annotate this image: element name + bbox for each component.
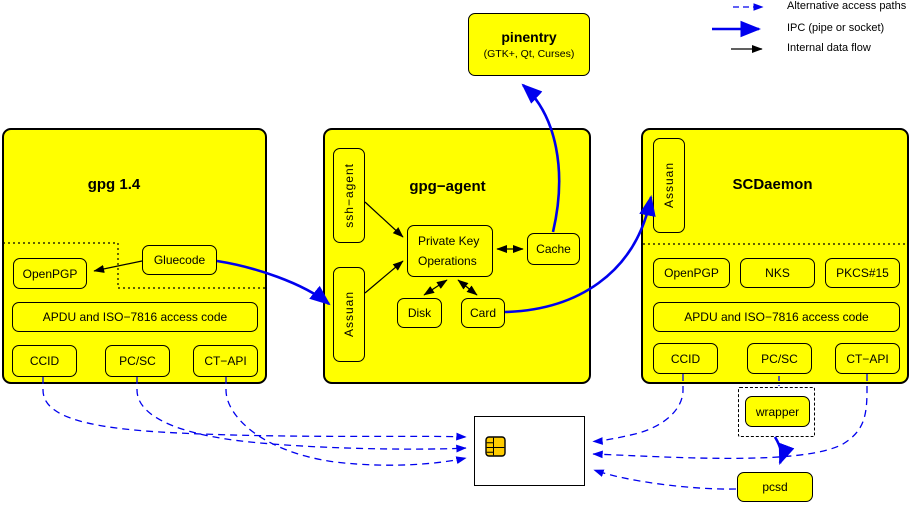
card-label: Card	[469, 306, 496, 320]
gpg-agent-title: gpg−agent	[409, 178, 486, 195]
gpg-agent-assuan-label: Assuan	[342, 291, 356, 338]
pko-line1: Private Key	[418, 234, 480, 248]
alt-gpg14-ccid-to-card	[42, 377, 467, 441]
gpg-agent-ssh-agent-box: ssh−agent	[333, 148, 365, 243]
private-key-operations-box: Private Key Operations	[407, 225, 493, 277]
legend-internal-label: Internal data flow	[787, 42, 871, 54]
ipc-wrapper-to-pcsd	[773, 436, 795, 465]
scdaemon-assuan-label: Assuan	[662, 162, 676, 209]
alt-gpg14-ctapi-to-card	[225, 377, 467, 466]
scdaemon-ccid-box: CCID	[653, 343, 718, 374]
gpg14-gluecode-box: Gluecode	[142, 245, 217, 275]
pcsd-box: pcsd	[737, 472, 813, 502]
scdaemon-ctapi-box: CT−API	[835, 343, 900, 374]
scdaemon-pcsc-label: PC/SC	[761, 351, 798, 366]
scdaemon-ccid-label: CCID	[670, 351, 701, 366]
scdaemon-openpgp-label: OpenPGP	[664, 266, 719, 280]
scdaemon-ctapi-label: CT−API	[846, 351, 889, 366]
gpg14-apdu-box: APDU and ISO−7816 access code	[12, 302, 258, 332]
gpg14-openpgp-box: OpenPGP	[13, 258, 87, 289]
scdaemon-apdu-label: APDU and ISO−7816 access code	[684, 310, 869, 324]
scdaemon-pcsc-box: PC/SC	[747, 343, 812, 374]
gpg14-title: gpg 1.4	[87, 176, 141, 193]
cache-label: Cache	[536, 242, 571, 256]
pinentry-title: pinentry	[501, 29, 557, 45]
alt-scdaemon-ctapi-to-card	[592, 374, 868, 460]
gpg14-pcsc-box: PC/SC	[105, 345, 170, 377]
gpg-agent-assuan-box: Assuan	[333, 267, 365, 362]
gpg14-ctapi-label: CT−API	[204, 354, 247, 368]
card-box: Card	[461, 298, 505, 328]
scdaemon-title: SCDaemon	[732, 176, 813, 193]
gpg14-ctapi-box: CT−API	[193, 345, 258, 377]
pcsd-label: pcsd	[762, 480, 788, 494]
wrapper-box: wrapper	[745, 396, 810, 427]
gpg14-gluecode-label: Gluecode	[153, 253, 206, 267]
pko-line2: Operations	[418, 254, 477, 268]
scdaemon-openpgp-box: OpenPGP	[653, 258, 730, 288]
cache-box: Cache	[527, 233, 580, 265]
gpg14-pcsc-label: PC/SC	[119, 354, 156, 368]
gpg14-ccid-label: CCID	[29, 354, 60, 368]
scdaemon-nks-box: NKS	[740, 258, 815, 288]
ssh-agent-label: ssh−agent	[342, 163, 356, 228]
alt-scdaemon-ccid-to-card	[592, 374, 684, 445]
legend-alt-label: Alternative access paths	[787, 0, 907, 12]
smartcard-box	[474, 416, 585, 486]
scdaemon-apdu-box: APDU and ISO−7816 access code	[653, 302, 900, 332]
gpg14-openpgp-label: OpenPGP	[22, 266, 78, 281]
alt-pcsd-to-card	[593, 469, 737, 490]
gpg14-apdu-label: APDU and ISO−7816 access code	[42, 310, 228, 324]
scdaemon-nks-label: NKS	[765, 266, 790, 280]
alt-gpg14-pcsc-to-card	[136, 377, 467, 453]
pinentry-subtitle: (GTK+, Qt, Curses)	[483, 48, 575, 60]
legend-ipc-label: IPC (pipe or socket)	[787, 22, 885, 34]
pinentry-box: pinentry (GTK+, Qt, Curses)	[468, 13, 590, 76]
gpg14-ccid-box: CCID	[12, 345, 77, 377]
wrapper-label: wrapper	[755, 404, 800, 419]
disk-box: Disk	[397, 298, 442, 328]
scdaemon-assuan-box: Assuan	[653, 138, 685, 233]
scdaemon-pkcs15-box: PKCS#15	[825, 258, 900, 288]
scdaemon-pkcs15-label: PKCS#15	[836, 266, 889, 280]
disk-label: Disk	[407, 306, 432, 320]
